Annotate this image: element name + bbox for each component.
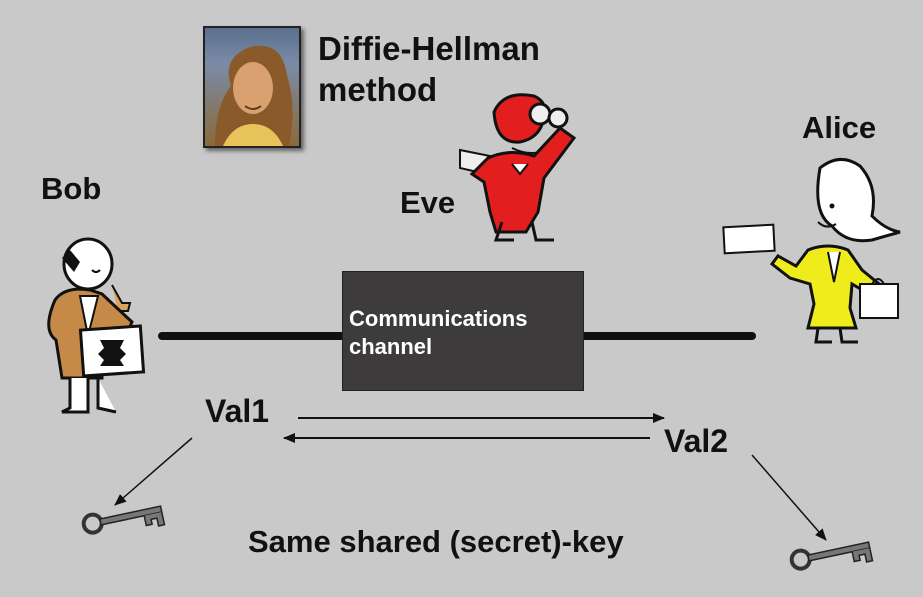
portrait-photo [203,26,301,148]
alice-figure [722,158,901,344]
alice-label: Alice [802,110,877,145]
arrow-to-alice-key [751,454,827,541]
val2-label: Val2 [664,423,729,459]
key-icon [81,505,166,535]
title-line1: Diffie-Hellman [318,30,540,67]
shared-key-caption: Same shared (secret)-key [248,524,624,559]
eve-figure [459,93,577,242]
bob-figure [47,237,146,414]
val1-label: Val1 [205,393,270,429]
channel-label-line1: Communications [349,306,528,331]
eve-label: Eve [400,185,456,220]
arrow-to-bob-key [114,437,193,506]
title-line2: method [318,71,438,108]
communications-channel-box: Communications channel [342,271,584,391]
channel-label-line2: channel [349,334,433,359]
key-icon [789,541,874,571]
bob-label: Bob [41,171,102,206]
